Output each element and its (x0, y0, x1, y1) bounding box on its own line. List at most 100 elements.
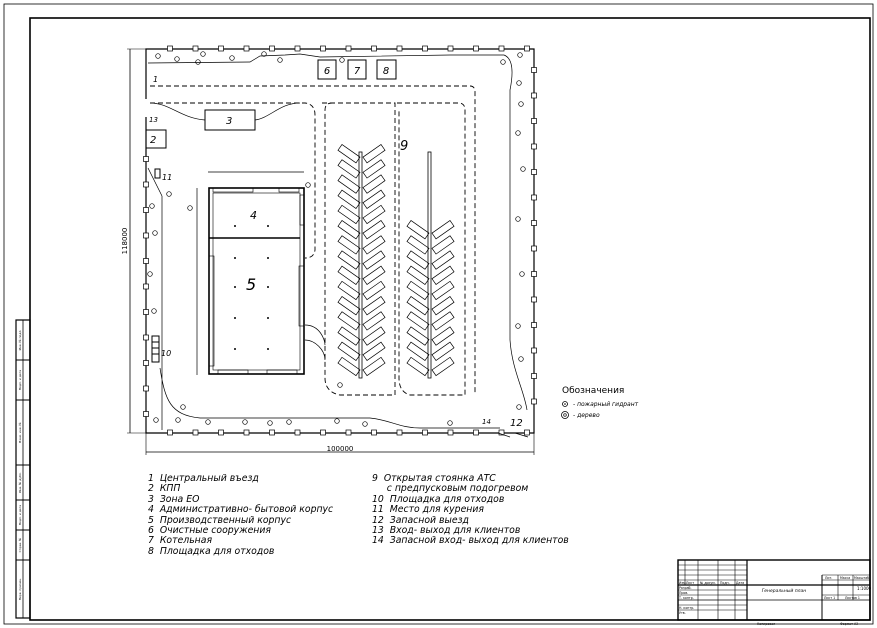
column-marker (267, 257, 269, 259)
site-boundary (145, 48, 535, 434)
fence-post (192, 429, 199, 436)
tree-icon (205, 419, 211, 425)
fence-post (524, 429, 530, 436)
tree-icon (518, 101, 524, 107)
legend-item: 11 Место для курения (372, 504, 485, 516)
fence-post (320, 45, 326, 52)
column-marker (267, 317, 269, 319)
parking-space (406, 356, 430, 377)
label-6: 6 (324, 66, 330, 77)
fence-post (143, 232, 149, 239)
parking-space (337, 204, 361, 225)
parking-space (337, 220, 361, 240)
parking-space (431, 341, 455, 361)
fence-post (345, 45, 352, 52)
column-marker (234, 317, 236, 319)
access-paths (149, 102, 326, 361)
parking-space (362, 174, 386, 194)
internal-roads (150, 85, 476, 396)
parking-space (362, 326, 386, 346)
label-3: 3 (226, 116, 232, 127)
waste-area-10 (151, 335, 160, 363)
fence-post (143, 360, 149, 366)
legend-item: 14 Запасной вход- выход для клиентов (372, 535, 569, 547)
tree-icon (174, 56, 180, 62)
fence-post (531, 271, 537, 277)
fence-post (143, 411, 149, 417)
tree-icon (180, 404, 186, 410)
legend-item: 7 Котельная (148, 535, 213, 547)
parking-space (362, 356, 386, 377)
parking-space (337, 250, 361, 270)
fence-post (167, 429, 173, 436)
tb-scale: 1:1000 (857, 586, 872, 591)
side-stamp-label: Инв. № дубл. (18, 472, 22, 493)
label-2: 2 (150, 135, 156, 146)
tree-icon (515, 323, 521, 329)
fence-post (498, 429, 505, 436)
tree-icon (286, 419, 292, 425)
tb-mass: Масса (840, 576, 850, 580)
side-stamp-label: Взам. инв. № (18, 422, 22, 442)
fence-post (531, 296, 537, 303)
tree-icon (334, 418, 340, 424)
fence-post (143, 156, 149, 162)
parking-space (337, 174, 361, 194)
legend-item: 12 Запасной выезд (372, 514, 469, 526)
fence-post (371, 429, 377, 436)
parking-space (362, 204, 386, 225)
side-stamp-label: Справ. № (18, 538, 22, 553)
legend-right: 9 Открытая стоянка АТС с предпусковым по… (372, 473, 569, 547)
tree-icon (166, 191, 172, 197)
tb-col-doc: № докум. (700, 581, 716, 585)
parking-space (362, 235, 386, 255)
fence-post (167, 45, 173, 52)
legend-item: 2 КПП (148, 483, 181, 495)
tb-row-dev: Разраб. (679, 586, 692, 590)
side-stamp-label: Перв. примен. (18, 578, 22, 601)
fence-post (531, 67, 537, 73)
parking-space (406, 311, 430, 331)
fence-post (143, 207, 149, 213)
fence-post (143, 258, 149, 264)
label-5: 5 (246, 275, 256, 294)
tb-copied: Копировал (757, 622, 775, 626)
tree-icon (447, 420, 453, 426)
label-14: 14 (482, 418, 491, 426)
parking-space (362, 341, 386, 361)
legend-item: 8 Площадка для отходов (148, 545, 275, 557)
fence-post (269, 429, 275, 436)
tree-icon (242, 419, 248, 425)
parking-space (362, 220, 386, 240)
tree-icon (305, 182, 311, 188)
parking-space (431, 280, 455, 301)
tree-icon (229, 55, 235, 61)
parking-space (337, 341, 361, 361)
title-block-text: Изм. Лист № докум. Подп. Дата Разраб. Пр… (678, 576, 872, 626)
emergency-gate (497, 432, 529, 438)
fence-post (218, 45, 224, 52)
tree-icon (175, 417, 181, 423)
parking-space (362, 311, 386, 331)
tb-sheet: Лист 1 (824, 596, 835, 600)
fence-post (192, 45, 199, 52)
tree-icon (267, 420, 273, 426)
tree-icon (277, 57, 283, 63)
tb-scale-label: Масштаб (854, 576, 869, 580)
tree-icon (187, 205, 193, 211)
legend-item: с предпусковым подогревом (372, 483, 529, 495)
legend-item: 10 Площадка для отходов (372, 493, 505, 505)
parking-space (337, 296, 361, 316)
tree-icon (151, 308, 157, 314)
tb-row-approve: Утв. (679, 611, 686, 615)
fence-post (294, 45, 301, 52)
fence-post (243, 45, 250, 52)
fence-post (243, 429, 250, 436)
title-block (677, 559, 871, 621)
parking-space (406, 250, 430, 270)
legend-item: 9 Открытая стоянка АТС (372, 473, 496, 484)
tb-col-date: Дата (736, 581, 744, 585)
legend-item: 13 Вход- выход для клиентов (372, 525, 521, 537)
parking-space (431, 235, 455, 255)
